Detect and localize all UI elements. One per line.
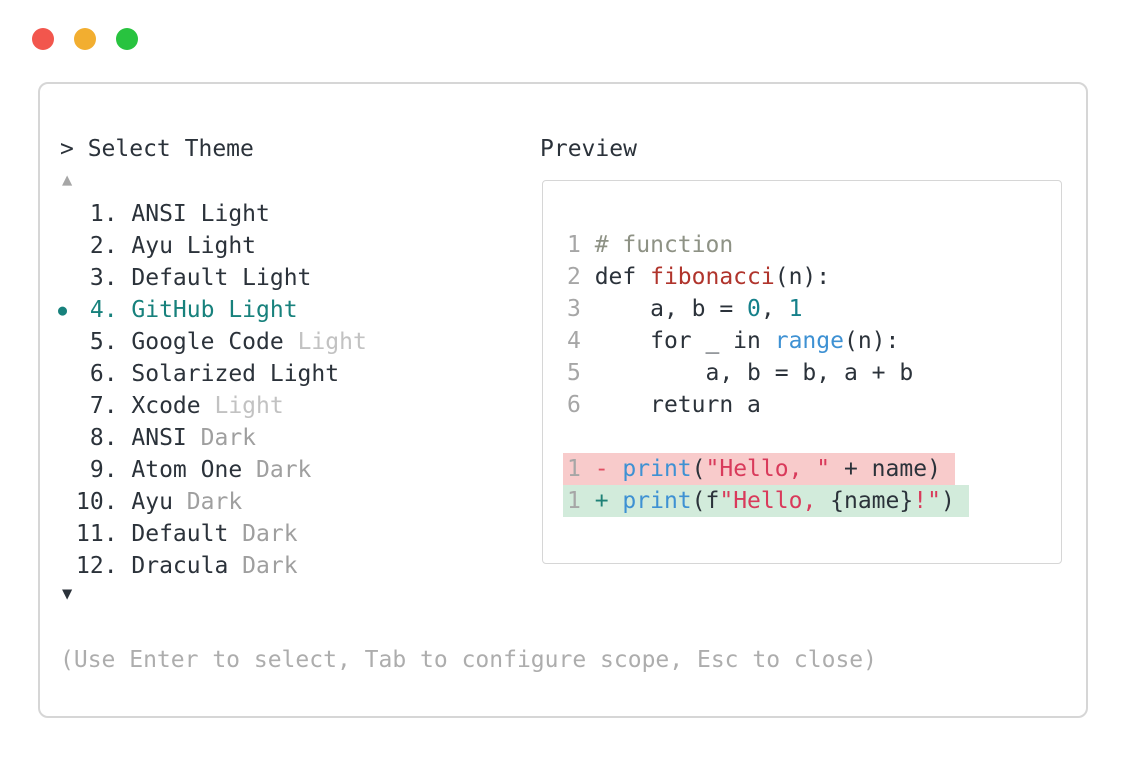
code-line: 1 # function: [567, 229, 1061, 261]
code-token: (f: [691, 488, 720, 514]
code-token: return a: [594, 392, 761, 418]
code-token: ,: [760, 296, 789, 322]
theme-variant-label: Light: [283, 329, 367, 355]
theme-list-item[interactable]: 2. Ayu Light: [58, 230, 367, 262]
close-button[interactable]: [32, 28, 54, 50]
help-text: (Use Enter to select, Tab to configure s…: [60, 647, 877, 673]
line-number: 1: [567, 488, 595, 514]
line-number: 4: [567, 328, 595, 354]
theme-list-item[interactable]: ● 4. GitHub Light: [58, 294, 367, 326]
code-token: -: [594, 456, 623, 482]
theme-variant-label: Dark: [186, 425, 257, 451]
code-token: 0: [747, 296, 761, 322]
theme-name: 8. ANSI: [76, 425, 187, 451]
theme-name: 10. Ayu: [76, 489, 173, 515]
code-token: print: [622, 488, 692, 514]
code-line: 3 a, b = 0, 1: [567, 293, 1061, 325]
code-token: (n):: [774, 264, 831, 290]
theme-name: 3. Default Light: [76, 265, 312, 291]
line-number: 6: [567, 392, 595, 418]
theme-variant-label: Dark: [228, 521, 298, 547]
select-theme-prompt: > Select Theme: [60, 136, 254, 162]
theme-name: 1. ANSI Light: [76, 201, 270, 227]
code-token: (n):: [843, 328, 900, 354]
theme-variant-label: Dark: [242, 457, 312, 483]
code-token: a, b = b, a + b: [594, 360, 914, 386]
code-token: for _ in: [594, 328, 775, 354]
theme-name: 6. Solarized Light: [76, 361, 340, 387]
code-spacer: [567, 421, 1061, 453]
code-token: +: [594, 488, 623, 514]
theme-name: 11. Default: [76, 521, 229, 547]
scroll-up-icon[interactable]: ▲: [62, 170, 73, 190]
code-token: 1: [788, 296, 803, 322]
code-token: def: [594, 264, 651, 290]
code-token: print: [622, 456, 692, 482]
code-token: a, b =: [594, 296, 748, 322]
code-line: 4 for _ in range(n):: [567, 325, 1061, 357]
theme-variant-label: Dark: [172, 489, 243, 515]
code-token: {name}: [830, 488, 914, 514]
minimize-button[interactable]: [74, 28, 96, 50]
code-token: "Hello,: [719, 488, 831, 514]
zoom-button[interactable]: [116, 28, 138, 50]
theme-name: 9. Atom One: [76, 457, 243, 483]
code-line: 5 a, b = b, a + b: [567, 357, 1061, 389]
line-number: 1: [567, 456, 595, 482]
theme-list-item[interactable]: 8. ANSI Dark: [58, 422, 367, 454]
code-token: !": [913, 488, 941, 514]
diff-added-line: 1 + print(f"Hello, {name}!"): [563, 485, 969, 517]
theme-list-item[interactable]: 3. Default Light: [58, 262, 367, 294]
line-number: 3: [567, 296, 595, 322]
theme-variant-label: Dark: [228, 553, 298, 579]
theme-selector-panel: > Select Theme ▲ 1. ANSI Light 2. Ayu Li…: [38, 82, 1088, 718]
theme-list-item[interactable]: 7. Xcode Light: [58, 390, 367, 422]
theme-name: 2. Ayu Light: [76, 233, 257, 259]
theme-list-item[interactable]: 9. Atom One Dark: [58, 454, 367, 486]
theme-list-item[interactable]: 1. ANSI Light: [58, 198, 367, 230]
theme-name: 12. Dracula: [76, 553, 229, 579]
theme-list-item[interactable]: 6. Solarized Light: [58, 358, 367, 390]
theme-name: 5. Google Code: [76, 329, 284, 355]
code-line: 6 return a: [567, 389, 1061, 421]
theme-list-item[interactable]: 11. Default Dark: [58, 518, 367, 550]
line-number: 5: [567, 360, 595, 386]
theme-list-item[interactable]: 10. Ayu Dark: [58, 486, 367, 518]
line-number: 2: [567, 264, 595, 290]
theme-name: 4. GitHub Light: [76, 297, 298, 323]
theme-variant-label: Light: [200, 393, 284, 419]
code-token: "Hello, ": [705, 456, 831, 482]
diff-removed-line: 1 - print("Hello, " + name): [563, 453, 955, 485]
theme-list-item[interactable]: 5. Google Code Light: [58, 326, 367, 358]
selected-bullet-icon: ●: [58, 301, 68, 319]
line-number: 1: [567, 232, 595, 258]
preview-title: Preview: [540, 136, 637, 162]
theme-list-item[interactable]: 12. Dracula Dark: [58, 550, 367, 582]
window-controls: [32, 28, 138, 50]
code-token: range: [774, 328, 844, 354]
code-token: # function: [594, 232, 734, 258]
theme-list: 1. ANSI Light 2. Ayu Light 3. Default Li…: [58, 198, 367, 582]
scroll-down-icon[interactable]: ▼: [62, 584, 73, 604]
code-line: 2 def fibonacci(n):: [567, 261, 1061, 293]
theme-name: 7. Xcode: [76, 393, 201, 419]
diff-line: 1 + print(f"Hello, {name}!"): [563, 485, 1061, 517]
code-token: (: [691, 456, 706, 482]
code-token: ): [940, 488, 955, 514]
code-token: fibonacci: [650, 264, 775, 290]
diff-line: 1 - print("Hello, " + name): [563, 453, 1061, 485]
code-token: + name): [830, 456, 941, 482]
